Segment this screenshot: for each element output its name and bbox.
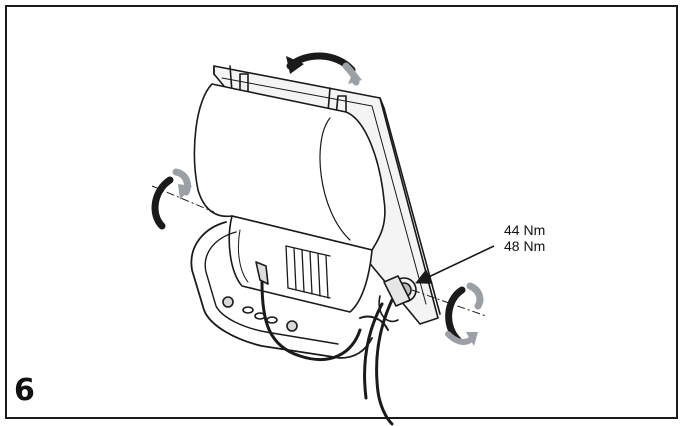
mounting-bracket xyxy=(190,221,373,359)
torque-label: 44 Nm 48 Nm xyxy=(504,222,545,254)
rotation-arrow-right xyxy=(445,282,484,346)
cable-left xyxy=(260,280,362,361)
torque-value-1: 44 Nm xyxy=(504,222,546,238)
rotation-arrow-top xyxy=(286,52,362,86)
ballast xyxy=(228,215,373,313)
torque-value-2: 48 Nm xyxy=(504,238,546,254)
rotation-arrow-left xyxy=(151,168,192,230)
step-number: 6 xyxy=(14,373,35,408)
torque-leader-arrow xyxy=(415,245,495,284)
pivot-bolt xyxy=(378,275,417,323)
cooling-fins xyxy=(285,245,331,299)
